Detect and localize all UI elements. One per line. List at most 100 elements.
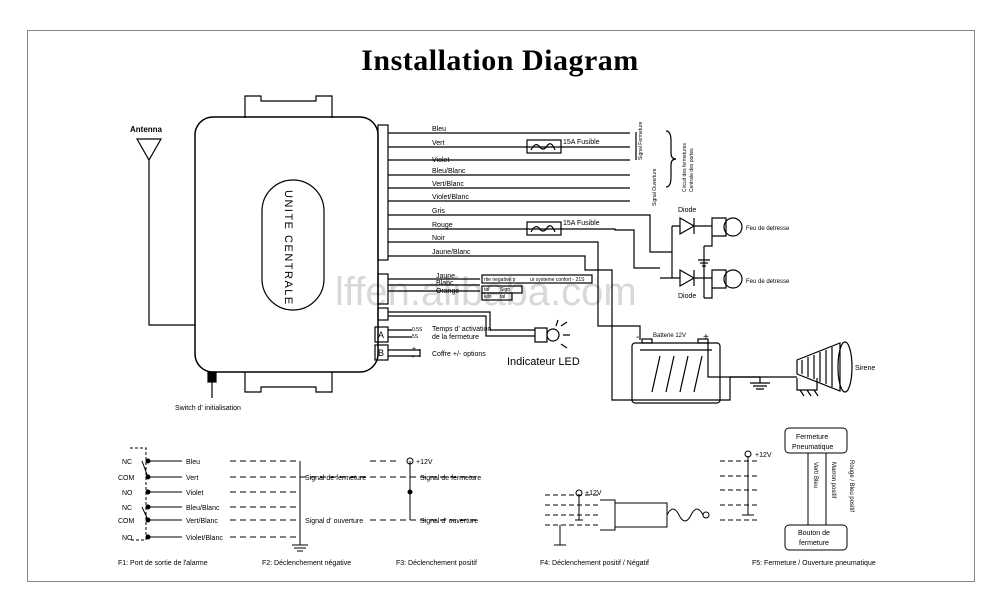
a-text-1: Temps d' activation [432,326,491,333]
f4-wires [545,494,600,526]
f1-node-6 [145,534,151,540]
a-line-1: 0.5S [412,327,423,333]
signal-fermeture-label: Signal Fermeture [638,121,644,160]
f3-plus12-node [406,457,414,465]
wire-jaune-blanc [388,255,760,401]
signal-ouverture-label: Signal Ouverture [652,168,658,206]
fuse-1-element [530,143,556,151]
battery-neg-terminal [641,338,653,344]
f3-signal-ouverture: Signal d' ouverture [420,518,478,525]
b-plus: + [412,346,416,353]
connector-a [374,326,389,343]
siren-bell [837,341,853,393]
f1-label-no-1: NO [122,490,133,497]
wire-rouge [388,228,660,269]
caption-f3: F3: Déclenchement positif [396,560,477,567]
f4-relay [600,499,616,531]
f2-ground [292,461,308,552]
wire-label-violet-blanc: Violet/Blanc [432,194,469,201]
antenna-symbol [135,138,163,162]
connector-a-label: A [378,330,384,340]
diagram-frame [27,30,975,582]
f2-signal-ouverture: Signal d' ouverture [305,518,363,525]
lamp-1-base [711,217,727,237]
f1-wire-bleu: Bleu [186,459,200,466]
wire-gris [388,214,672,253]
wire-label-vert-blanc: Vert/Blanc [432,181,464,188]
connector-a-wires [388,329,412,338]
fuse-2 [526,221,562,236]
antenna-wire [148,160,195,326]
f1-label-nc-1: NC [122,459,132,466]
diode-top [672,216,712,236]
f5-wires [720,460,760,521]
lamp-2 [723,269,743,289]
connector-b-label: B [378,348,384,358]
led-base [534,327,548,343]
small-connector [377,273,389,305]
fuse-2-element [530,225,556,233]
small-wire-note-text-1: rtie negative p [484,277,516,283]
small-wires [388,278,480,292]
f2-signal-fermeture: Signal de fermeture [305,475,366,482]
led-label: Indicateur LED [507,356,580,368]
feu-1-label: Feu de detresse [746,226,790,232]
siren-label: Sirene [855,365,875,372]
siren-ground [750,376,797,390]
f3-plus12: +12V [416,459,433,466]
f1-label-com-1: COM [118,475,135,482]
battery-minus: - [636,332,639,343]
f4-plus12-node [575,489,583,497]
f1-node-2 [145,474,151,480]
f5-vert-bleu: Vert/ Bleu [812,462,818,488]
led-wires [388,311,535,337]
led-bulb [546,328,560,342]
lamp-2-base [711,269,727,289]
f1-node-5 [145,517,151,523]
a-line-2: 5S [412,334,419,340]
battery-siren-wire [707,342,770,378]
wire-label-jaune-blanc: Jaune/Blanc [432,249,471,256]
f5-bouton-box [784,524,848,551]
small-wire-note-text-3: Sign [500,287,510,293]
fuse-1-label: 15A Fusible [563,139,600,146]
caption-f5: F5: Fermeture / Ouverture pneumatique [752,560,876,567]
battery-plus: + [703,332,709,343]
fuse-1 [526,139,562,154]
wire-label-rouge: Rouge [432,222,453,229]
wire-label-gris: Gris [432,208,445,215]
f5-bouton-2: fermeture [799,540,829,547]
connector-b [374,344,389,361]
battery [631,342,721,404]
diode-bottom-label: Diode [678,293,696,300]
diode-bottom [660,268,712,288]
connector-b-wires [388,349,421,357]
b-minus: - [412,354,415,361]
f3-wires [370,460,480,521]
wire-label-vert: Vert [432,140,445,147]
circuit-label-1: Circuit des fermetures [682,143,688,192]
antenna-label: Antenna [130,125,163,134]
f1-wire-bleu-blanc: Bleu/Blanc [186,505,220,512]
siren-mount [796,378,819,397]
battery-hatch [640,349,712,393]
f5-tubes [807,453,827,525]
f1-label-com-2: COM [118,518,135,525]
small-wire-orange: Orange [436,288,459,295]
page-title: Installation Diagram [361,44,639,77]
mount-tab-top [244,95,333,118]
f1-node-4 [145,504,151,510]
f1-bracket [130,447,147,541]
wire-noir [388,241,641,340]
f4-spring [666,508,704,522]
unit-label-oval [261,179,325,311]
small-wire-note-text-5: kilo [484,294,492,300]
f1-node-3 [145,489,151,495]
wire-label-bleu: Bleu [432,126,446,133]
caption-f2: F2: Déclenchement négative [262,560,351,567]
f5-fermeture-1: Fermeture [796,434,828,441]
small-wire-note-1 [481,274,593,284]
f1-node-1 [145,458,151,464]
main-connector [377,124,389,261]
